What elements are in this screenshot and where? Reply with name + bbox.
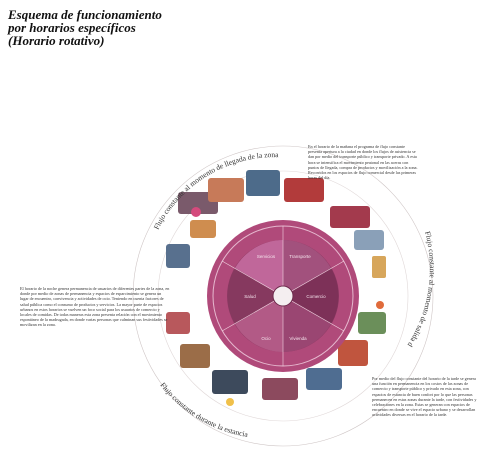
sector-label-1: Transporte — [289, 254, 311, 259]
diagram-title: Esquema de funcionamiento por horarios e… — [8, 8, 268, 47]
note-afternoon: Por medio del flujo constante del horari… — [372, 376, 477, 418]
inner-guide-ring — [157, 170, 409, 422]
title-line-2: por horarios específicos — [8, 20, 136, 35]
note-night: El horario de la noche genera permanenci… — [20, 286, 170, 328]
sector-wedges — [227, 240, 339, 352]
sector-label-3: Vivienda — [289, 336, 307, 341]
title-line-3: (Horario rotativo) — [8, 33, 105, 48]
sector-label-5: Salud — [244, 294, 256, 299]
sector-label-4: Ocio — [261, 336, 271, 341]
title-line-1: Esquema de funcionamiento — [8, 7, 162, 22]
sector-labels: Transporte Comercio Vivienda Ocio Salud … — [244, 254, 326, 341]
sector-label-6: Servicios — [257, 254, 276, 259]
note-morning: En el horario de la mañana el programa d… — [308, 144, 418, 181]
center-hub — [272, 285, 294, 307]
sector-label-2: Comercio — [306, 294, 326, 299]
outer-guide-ring — [132, 145, 434, 447]
photo-collage-ring — [166, 170, 386, 406]
